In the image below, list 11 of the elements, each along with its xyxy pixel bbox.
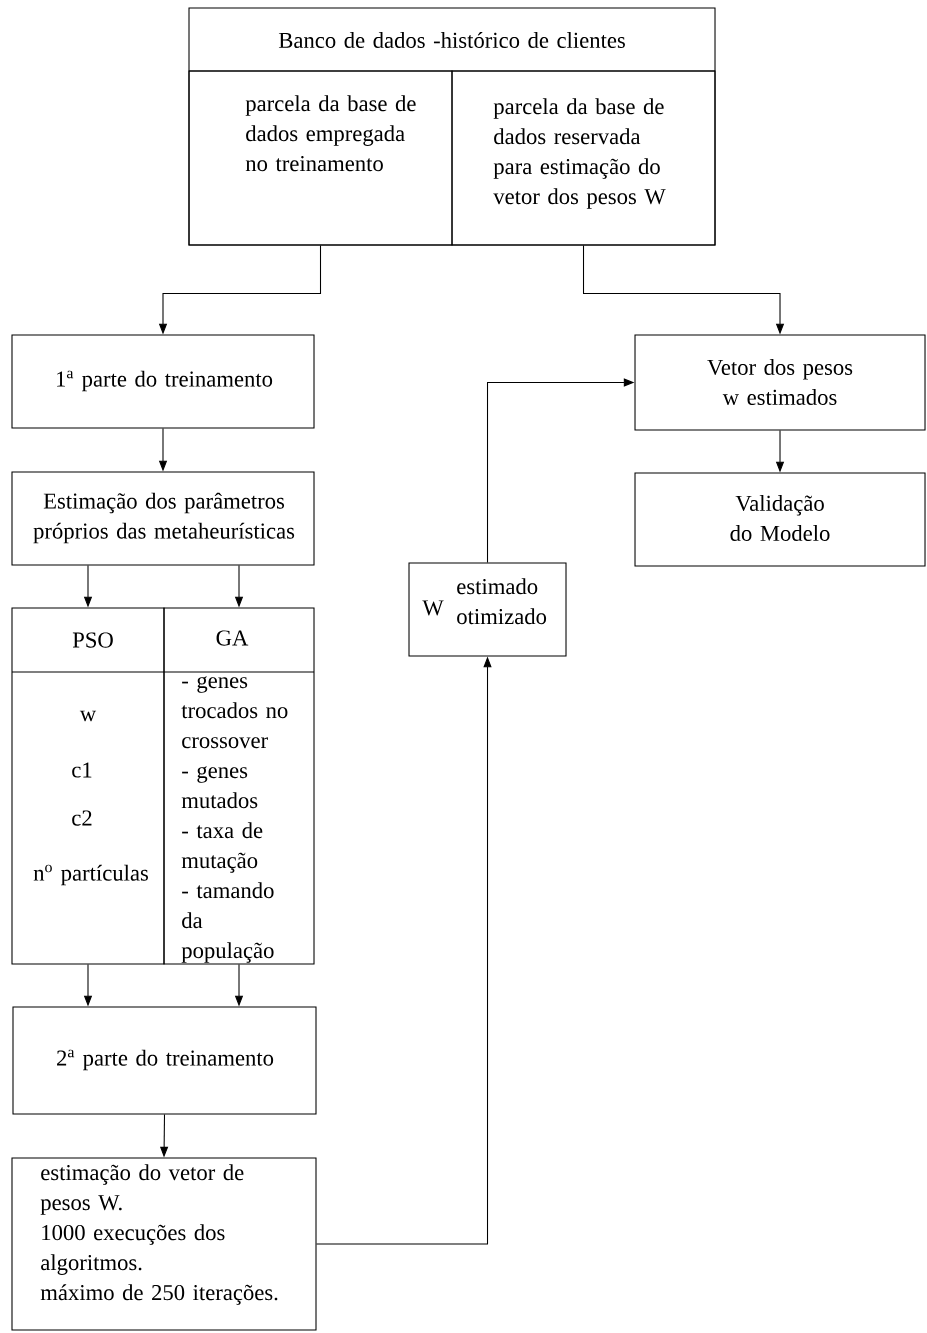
table-column: PSO w c1 c2 n$^{o}$ partículas [11,607,165,965]
process-box: 2$^{a}$ parte do treinamento [12,1006,317,1115]
process-box: 1$^{a}$ parte do treinamento [11,334,315,429]
process-box: W estimado otimizado [408,562,567,657]
table-cell: parcela da base de dados reservada para estimação do vetor dos pesos W [451,70,716,246]
table-cell: parcela da base de dados empregada no treinamento [188,70,453,246]
process-box: Vetor dos pesos w estimados [634,334,926,431]
table-column: GA - genes trocados no crossover - genes mutados - taxa de mutação - tamando da população [163,607,315,965]
process-box: Estimação dos parâmetros próprios das metaheurísticas [11,471,315,566]
process-box: Validação do Modelo [634,472,926,567]
process-box: estimação do vetor de pesos W. 1000 execuções dos algoritmos. máximo de 250 iterações. [11,1157,317,1331]
